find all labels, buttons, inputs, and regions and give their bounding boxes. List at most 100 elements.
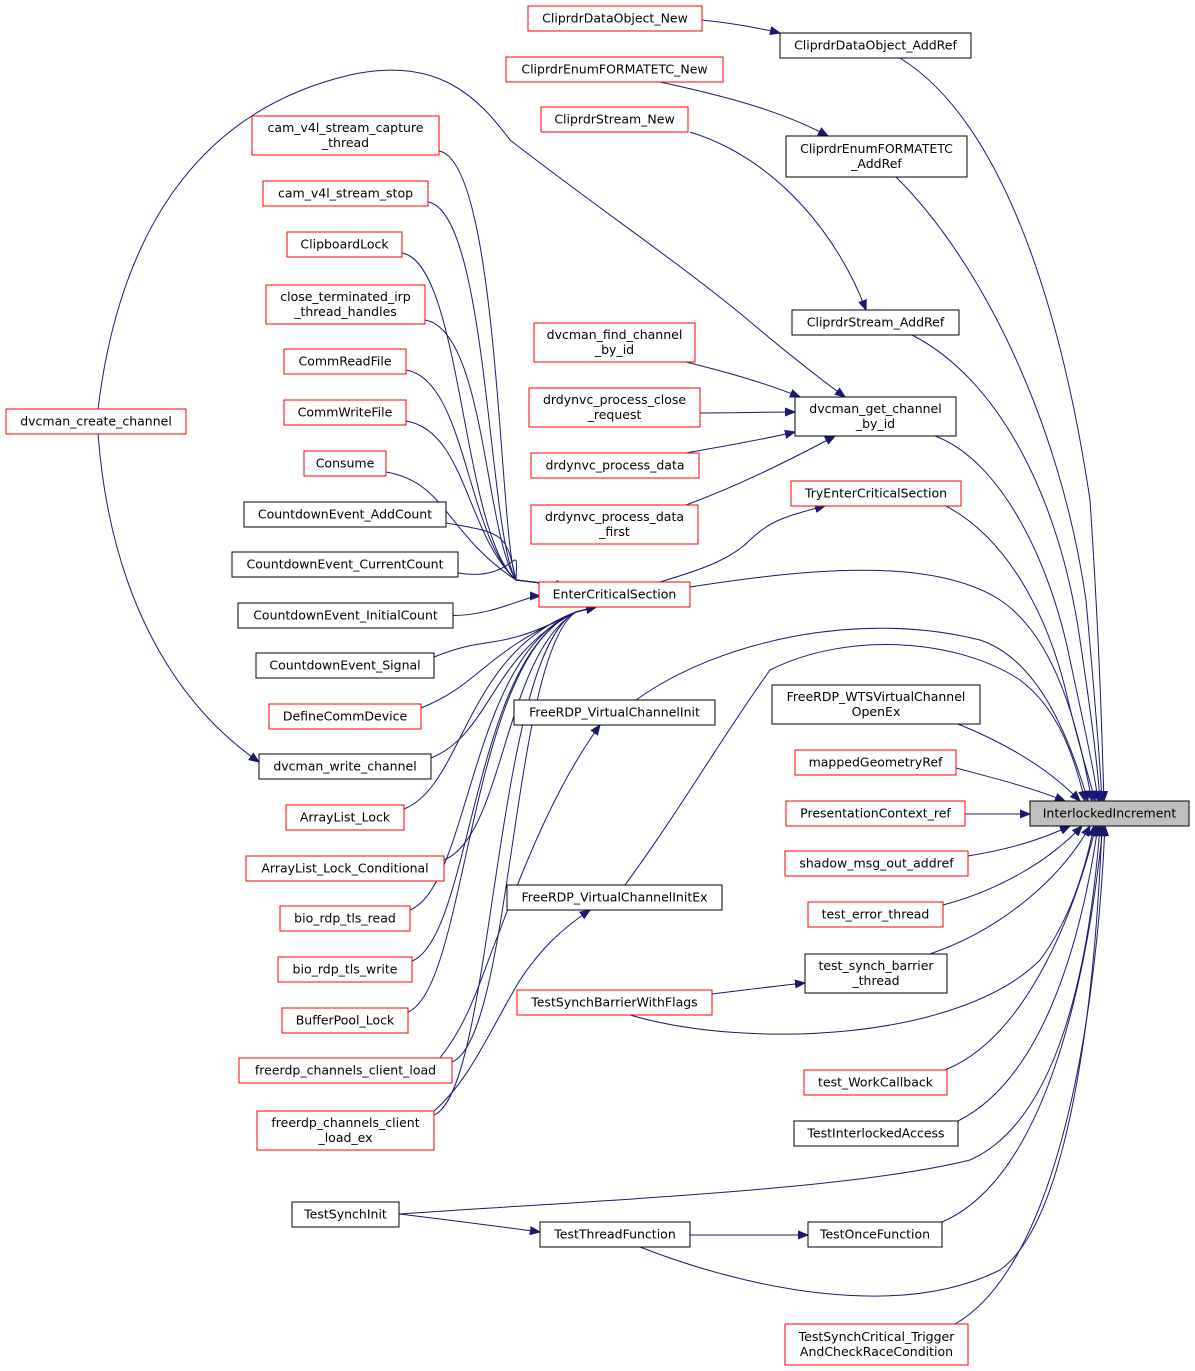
edge-countdown-initialcount-to-enter-critical-section — [452, 596, 541, 616]
node-cliprdr-enumformatetc-addref[interactable]: CliprdrEnumFORMATETC_AddRef — [785, 135, 968, 178]
edge-dvcman-create-channel-to-dvcman-get-channel-by-id — [97, 69, 845, 410]
edge-enter-critical-section-to-try-enter-critical-section — [659, 506, 825, 583]
node-box — [237, 602, 454, 629]
node-freerdp-virtualchannelinit[interactable]: FreeRDP_VirtualChannelInit — [513, 699, 716, 726]
node-box — [268, 703, 422, 730]
edge-dvcman-write-channel-to-enter-critical-section — [430, 607, 596, 759]
node-label: _by_id — [594, 342, 634, 357]
node-dvcman-get-channel-by-id[interactable]: dvcman_get_channel_by_id — [794, 396, 957, 437]
edge-test-synch-barrier-with-flags-to-test-synch-barrier-thread — [711, 983, 805, 995]
node-box — [256, 1110, 435, 1151]
node-cliprdr-dataobject-new[interactable]: CliprdrDataObject_New — [527, 5, 703, 32]
node-label: shadow_msg_out_addref — [799, 856, 954, 871]
node-test-thread-function[interactable]: TestThreadFunction — [539, 1221, 691, 1248]
node-cam-v4l-stream-stop[interactable]: cam_v4l_stream_stop — [262, 180, 429, 207]
node-box — [258, 753, 432, 780]
node-label: CliprdrEnumFORMATETC_New — [521, 62, 707, 77]
node-clipboard-lock[interactable]: ClipboardLock — [286, 231, 403, 258]
node-enter-critical-section[interactable]: EnterCriticalSection — [538, 581, 691, 608]
node-test-synch-init[interactable]: TestSynchInit — [291, 1201, 400, 1228]
edge-mapped-geometry-ref-to-interlocked-increment — [955, 767, 1065, 801]
node-freerdp-channels-client-load-ex[interactable]: freerdp_channels_client_load_ex — [256, 1110, 435, 1151]
edge-cliprdr-stream-addref-to-interlocked-increment — [911, 334, 1100, 801]
node-cliprdr-enumformatetc-new[interactable]: CliprdrEnumFORMATETC_New — [505, 56, 724, 83]
node-label: TestOnceFunction — [819, 1227, 930, 1242]
node-countdown-addcount[interactable]: CountdownEvent_AddCount — [243, 501, 447, 528]
node-comm-write-file[interactable]: CommWriteFile — [283, 399, 407, 426]
edge-try-enter-critical-section-to-interlocked-increment — [945, 505, 1095, 801]
node-countdown-initialcount[interactable]: CountdownEvent_InitialCount — [237, 602, 454, 629]
edge-dvcman-get-channel-by-id-to-interlocked-increment — [934, 435, 1098, 801]
node-label: test_error_thread — [822, 907, 930, 922]
node-label: TestSynchBarrierWithFlags — [530, 995, 697, 1010]
node-arraylist-lock-conditional[interactable]: ArrayList_Lock_Conditional — [245, 855, 445, 882]
node-dvcman-create-channel[interactable]: dvcman_create_channel — [5, 408, 187, 435]
node-cliprdr-dataobject-addref[interactable]: CliprdrDataObject_AddRef — [779, 32, 972, 59]
node-box — [794, 396, 957, 437]
node-countdown-currentcount[interactable]: CountdownEvent_CurrentCount — [231, 551, 459, 578]
node-mapped-geometry-ref[interactable]: mappedGeometryRef — [794, 749, 957, 776]
node-box — [238, 1057, 453, 1084]
node-arraylist-lock[interactable]: ArrayList_Lock — [285, 804, 405, 831]
node-test-once-function[interactable]: TestOnceFunction — [807, 1221, 943, 1248]
node-box — [279, 905, 411, 932]
node-presentation-context-ref[interactable]: PresentationContext_ref — [785, 800, 966, 827]
node-label: TestSynchInit — [303, 1207, 387, 1222]
node-close-terminated-irp[interactable]: close_terminated_irp_thread_handles — [265, 284, 426, 325]
edge-cliprdr-dataobject-addref-to-interlocked-increment — [899, 57, 1104, 801]
edge-cliprdr-enumformatetc-addref-to-interlocked-increment — [895, 176, 1102, 801]
node-shadow-msg-out-addref[interactable]: shadow_msg_out_addref — [784, 850, 969, 877]
node-box — [285, 804, 405, 831]
node-test-synch-barrier-thread[interactable]: test_synch_barrier_thread — [804, 953, 948, 994]
edge-cliprdr-stream-new-to-cliprdr-stream-addref — [689, 131, 866, 310]
node-box — [785, 135, 968, 178]
node-label: TestSynchCritical_Trigger — [798, 1329, 956, 1344]
node-label: dvcman_find_channel — [547, 327, 683, 342]
node-label: TryEnterCriticalSection — [804, 486, 947, 501]
node-consume[interactable]: Consume — [303, 450, 387, 477]
node-bufferpool-lock[interactable]: BufferPool_Lock — [281, 1007, 409, 1034]
node-cam-v4l-stream-capture-thread[interactable]: cam_v4l_stream_capture_thread — [251, 115, 440, 156]
node-freerdp-virtualchannelinitex[interactable]: FreeRDP_VirtualChannelInitEx — [506, 884, 723, 911]
node-define-comm-device[interactable]: DefineCommDevice — [268, 703, 422, 730]
edge-dvcman-create-channel-to-dvcman-write-channel — [97, 433, 259, 762]
node-label: _thread — [321, 135, 369, 150]
node-interlocked-increment[interactable]: InterlockedIncrement — [1029, 800, 1190, 827]
node-box — [790, 480, 962, 507]
nodes-layer: InterlockedIncrement CliprdrDataObject_Ne… — [5, 5, 1190, 1366]
node-box — [1029, 800, 1190, 827]
node-dvcman-write-channel[interactable]: dvcman_write_channel — [258, 753, 432, 780]
node-freerdp-channels-client-load[interactable]: freerdp_channels_client_load — [238, 1057, 453, 1084]
node-try-enter-critical-section[interactable]: TryEnterCriticalSection — [790, 480, 962, 507]
edge-close-terminated-irp-to-enter-critical-section — [424, 319, 566, 586]
edge-test-interlocked-access-to-interlocked-increment — [957, 826, 1098, 1122]
node-label: _load_ex — [317, 1130, 372, 1145]
node-label: bio_rdp_tls_write — [293, 962, 398, 977]
node-box — [771, 684, 981, 725]
edge-dvcman-find-channel-by-id-to-dvcman-get-channel-by-id — [685, 361, 800, 397]
node-label: test_WorkCallback — [818, 1075, 934, 1090]
node-test-error-thread[interactable]: test_error_thread — [807, 901, 944, 928]
node-bio-rdp-tls-write[interactable]: bio_rdp_tls_write — [277, 956, 413, 983]
node-test-work-callback[interactable]: test_WorkCallback — [803, 1069, 948, 1096]
node-countdown-signal[interactable]: CountdownEvent_Signal — [255, 652, 435, 679]
node-drdynvc-process-close-request[interactable]: drdynvc_process_close_request — [528, 387, 701, 428]
node-test-synch-critical[interactable]: TestSynchCritical_TriggerAndCheckRaceCon… — [784, 1323, 969, 1366]
node-label: OpenEx — [852, 704, 901, 719]
node-label: cam_v4l_stream_capture — [268, 120, 424, 135]
edge-test-synch-barrier-with-flags-to-interlocked-increment — [629, 826, 1094, 1035]
node-box — [277, 956, 413, 983]
node-test-interlocked-access[interactable]: TestInterlockedAccess — [793, 1120, 959, 1147]
node-cliprdr-stream-addref[interactable]: CliprdrStream_AddRef — [791, 309, 960, 336]
node-drdynvc-process-data[interactable]: drdynvc_process_data — [530, 452, 700, 479]
node-label: _AddRef — [850, 156, 902, 171]
node-label: dvcman_get_channel — [809, 401, 941, 416]
node-drdynvc-process-data-first[interactable]: drdynvc_process_data_first — [530, 504, 699, 545]
edge-cliprdr-enumformatetc-new-to-cliprdr-enumformatetc-addref — [659, 81, 828, 136]
node-dvcman-find-channel-by-id[interactable]: dvcman_find_channel_by_id — [533, 322, 696, 363]
node-test-synch-barrier-with-flags[interactable]: TestSynchBarrierWithFlags — [516, 989, 713, 1016]
node-comm-read-file[interactable]: CommReadFile — [283, 348, 407, 375]
node-bio-rdp-tls-read[interactable]: bio_rdp_tls_read — [279, 905, 411, 932]
node-cliprdr-stream-new[interactable]: CliprdrStream_New — [540, 106, 689, 133]
